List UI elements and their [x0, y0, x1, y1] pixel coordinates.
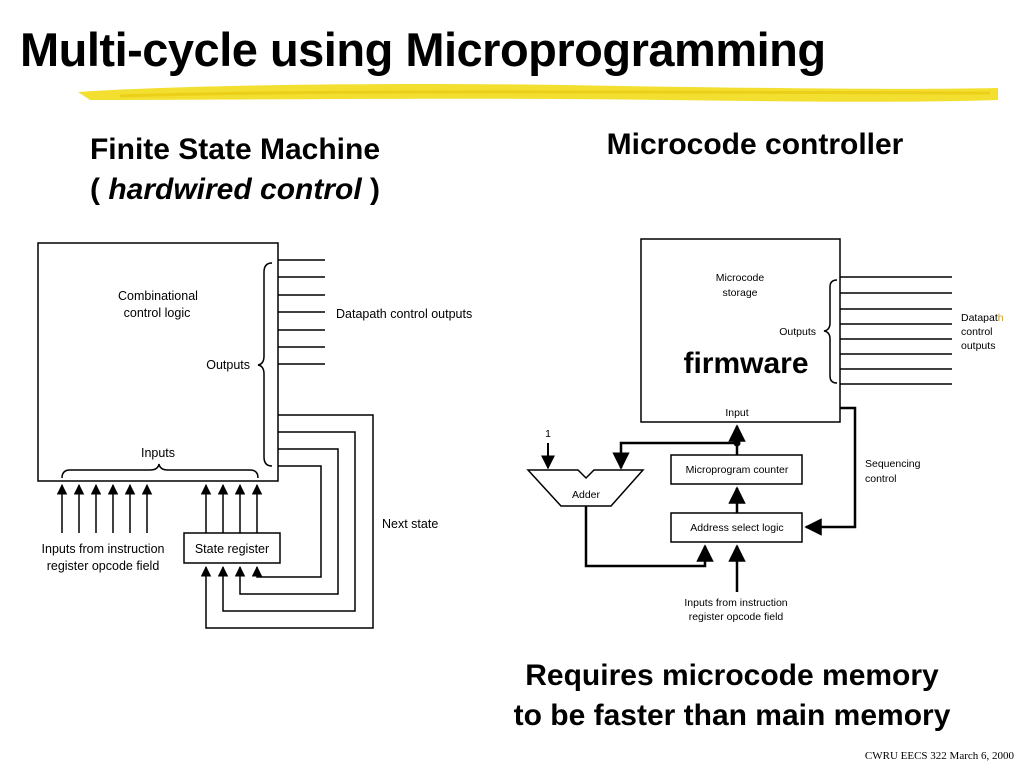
fsm-outputs-label: Outputs — [206, 358, 250, 372]
state-register-arrows — [200, 483, 263, 533]
instruction-input-arrows — [56, 483, 153, 533]
memory-note-line2: to be faster than main memory — [513, 699, 951, 732]
logic-label-line1: Combinational — [118, 289, 198, 303]
state-register-box — [183, 532, 281, 564]
mc-outputs-label: Outputs — [779, 326, 816, 338]
constant-one-label: 1 — [545, 428, 551, 440]
fsm-inputs-label: Inputs — [141, 446, 175, 460]
sequencing-label-line1: Sequencing — [865, 458, 921, 470]
fsm-heading-line1: Finite State Machine — [89, 133, 381, 166]
address-select-label: Address select logic — [690, 522, 783, 534]
sequencing-control-line — [804, 406, 857, 536]
fsm-heading-close: ) — [361, 173, 380, 206]
fsm-instr-label-line2: register opcode field — [47, 559, 160, 573]
microprogram-counter-label: Microprogram counter — [686, 464, 789, 476]
mc-outputs-brace — [823, 279, 838, 384]
fsm-heading-italic: hardwired control — [108, 173, 362, 206]
mc-datapath-text: Datapat — [961, 312, 998, 324]
mc-datapath-output-lines — [840, 276, 952, 385]
mc-datapath-label-line3: outputs — [961, 340, 995, 352]
adder-shape — [526, 469, 645, 507]
next-state-lines — [200, 414, 374, 629]
storage-label-line2: storage — [722, 287, 757, 299]
memory-note: Requires microcode memory to be faster t… — [462, 656, 1002, 736]
fsm-heading-line2: ( hardwired control ) — [45, 170, 425, 210]
inputs-brace — [61, 463, 259, 479]
fsm-heading: Finite State Machine ( hardwired control… — [45, 130, 425, 210]
firmware-label: firmware — [683, 347, 808, 380]
mc-heading: Microcode controller — [606, 128, 904, 161]
sequencing-label-line2: control — [865, 473, 897, 485]
slide-title: Multi-cycle using Microprogramming — [20, 23, 826, 76]
adder-label: Adder — [572, 489, 601, 501]
memory-note-line1: Requires microcode memory — [525, 659, 939, 692]
next-state-label: Next state — [382, 517, 438, 531]
slide-footer: CWRU EECS 322 March 6, 2000 — [864, 750, 1014, 762]
fsm-diagram — [37, 242, 374, 629]
mc-diagram — [526, 238, 952, 592]
state-register-label: State register — [195, 542, 269, 556]
fsm-instr-label-line1: Inputs from instruction — [42, 542, 165, 556]
mc-datapath-label-line2: control — [961, 326, 993, 338]
logic-label-line2: control logic — [124, 306, 191, 320]
fsm-labels: Combinational control logic Outputs Inpu… — [42, 289, 473, 573]
datapath-outputs-label: Datapath control outputs — [336, 307, 472, 321]
title-highlight — [78, 84, 998, 102]
datapath-output-lines — [278, 259, 325, 365]
adder-to-address-line — [584, 506, 714, 568]
mc-labels: Microcode storage Outputs firmware Input… — [545, 272, 1004, 623]
mc-instr-label-line1: Inputs from instruction — [684, 597, 787, 609]
storage-label-line1: Microcode — [716, 272, 765, 284]
storage-input-label: Input — [725, 407, 748, 419]
fsm-heading-open: ( — [89, 173, 109, 206]
outputs-brace — [257, 262, 273, 467]
microcode-storage-box — [640, 238, 841, 423]
combinational-logic-box — [37, 242, 279, 482]
counter-to-adder-line — [612, 441, 737, 470]
mc-datapath-label-line1: Datapath — [961, 312, 1004, 324]
mc-instr-label-line2: register opcode field — [689, 611, 784, 623]
mc-datapath-h: h — [998, 312, 1004, 324]
junction-dot — [733, 439, 741, 447]
